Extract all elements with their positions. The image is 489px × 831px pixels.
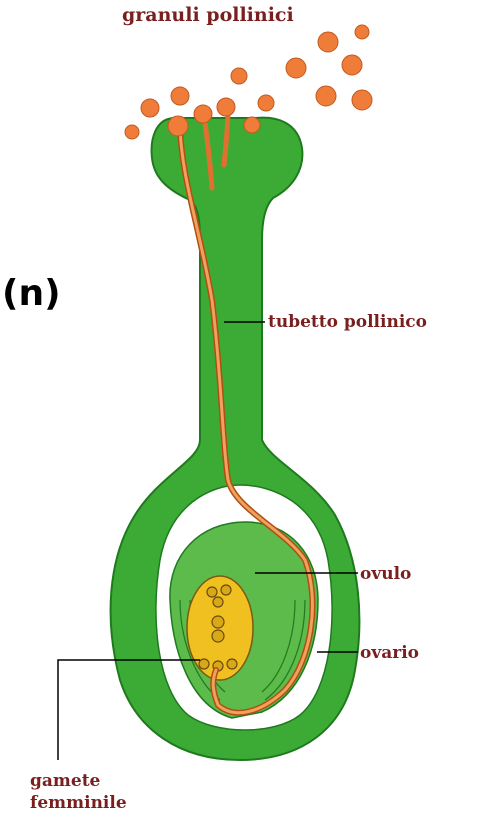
label-tubetto-pollinico: tubetto pollinico (268, 314, 427, 331)
label-ovario: ovario (360, 645, 419, 662)
ploidy-label: (n) (2, 276, 61, 312)
label-gamete-line2: femminile (30, 792, 127, 814)
label-granuli-pollinici: granuli pollinici (122, 6, 294, 25)
label-gamete-line1: gamete (30, 770, 127, 792)
label-ovulo: ovulo (360, 566, 411, 583)
label-gamete-femminile: gamete femminile (30, 770, 127, 814)
